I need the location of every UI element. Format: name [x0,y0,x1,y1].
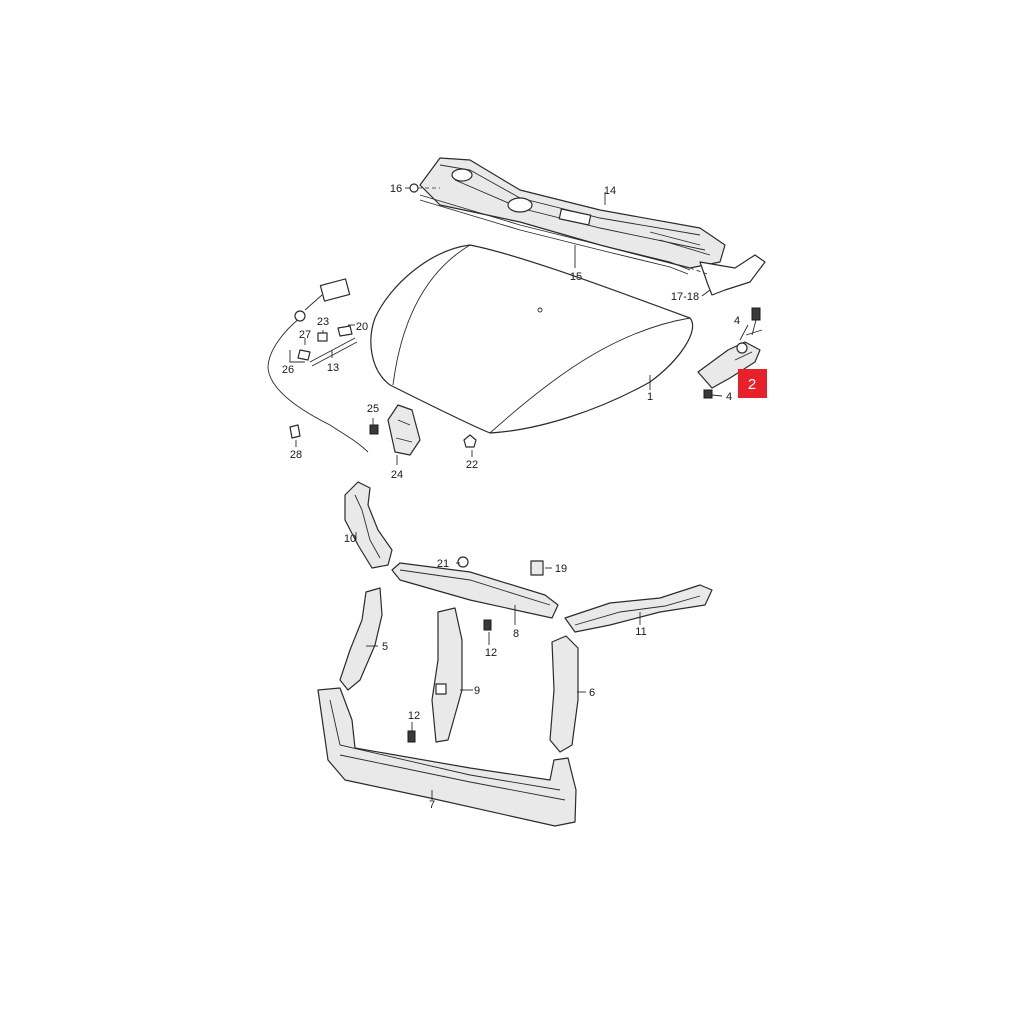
bolt-part-12-upper [483,619,492,631]
callout-2-highlighted: 2 [748,376,756,393]
nut-part-19 [530,560,544,576]
callout-17-18: 17-18 [671,291,699,303]
callout-12-lower: 12 [408,710,420,722]
callout-6: 6 [589,687,595,699]
callout-8: 8 [513,628,519,640]
callout-19: 19 [555,563,567,575]
callout-27: 27 [299,329,311,341]
callout-7: 7 [429,799,435,811]
callout-4-upper: 4 [734,315,740,327]
callout-21: 21 [437,558,449,570]
callout-16: 16 [390,183,402,195]
upper-tie-bar-part-8 [391,562,559,619]
seal-strip-part-15 [419,194,691,275]
callout-leaders [289,187,763,800]
hood-latch-part-24 [387,404,421,456]
rod-part-13 [309,337,358,367]
hood-part-1 [370,244,694,434]
callout-10: 10 [344,533,356,545]
bolt-part-25 [369,424,379,435]
callout-11: 11 [635,626,646,638]
lower-crossmember-part-7 [317,687,577,827]
center-support-part-9 [431,607,463,743]
right-support-part-6 [549,635,579,753]
callout-23: 23 [317,316,329,328]
callout-28: 28 [290,449,302,461]
callout-9: 9 [474,685,480,697]
bolt-part-12-lower [407,730,416,743]
clip-part-27 [297,349,311,361]
callout-26: 26 [282,364,294,376]
clip-part-20 [337,325,353,337]
callout-1: 1 [647,391,653,403]
bracket-part-10 [344,481,393,569]
hood-hinge-part-2 [697,324,761,389]
callout-24: 24 [391,469,403,481]
clip-part-28 [289,424,301,439]
highlight-box-part-2 [738,369,767,398]
callout-25: 25 [367,403,379,415]
callout-15: 15 [570,271,582,283]
callout-14: 14 [604,185,616,197]
rail-part-11 [564,584,713,633]
bumper-part-22 [463,434,477,448]
bolt-part-21 [457,556,469,568]
callout-20: 20 [356,321,368,333]
callout-4-lower: 4 [726,391,732,403]
cowl-panel-part-14 [419,157,726,269]
callout-22: 22 [466,459,478,471]
callout-13: 13 [327,362,339,374]
bolt-part-4-lower [703,389,713,399]
clip-part-23 [317,332,328,342]
release-cable-part-26 [267,278,369,453]
callout-12-upper: 12 [485,647,497,659]
bracket-part-17-18 [689,254,766,296]
callout-5: 5 [382,641,388,653]
left-support-part-5 [339,587,383,691]
